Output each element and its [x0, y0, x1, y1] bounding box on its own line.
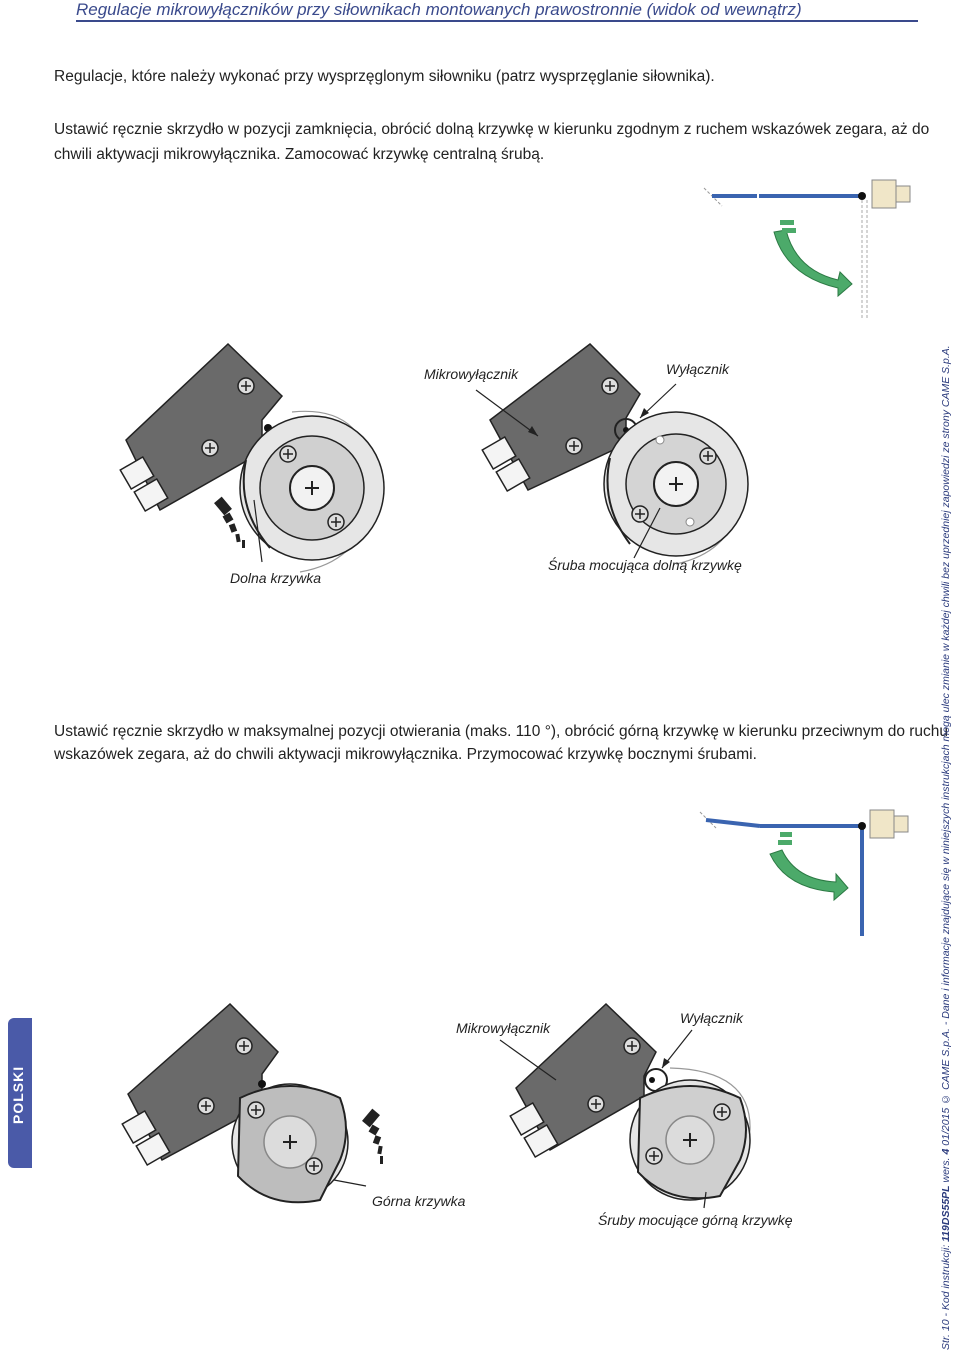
footer-version-prefix: wers. — [940, 1154, 952, 1186]
microswitch-assembly-upper-cam-left — [121, 1002, 383, 1204]
label-upper-cam-screws: Śruby mocujące górną krzywkę — [598, 1212, 793, 1228]
label-upper-cam: Górna krzywka — [372, 1193, 466, 1209]
page-header-title: Regulacje mikrowyłączników przy siłownik… — [76, 0, 802, 19]
gate-diagram-closed — [703, 179, 911, 318]
step2-text-line1: Ustawić ręcznie skrzydło w maksymalnej p… — [54, 723, 949, 740]
label-microswitch-2: Mikrowyłącznik — [456, 1020, 551, 1036]
language-tab — [8, 1018, 32, 1168]
step1-text-line2: chwili aktywacji mikrowyłącznika. Zamoco… — [54, 146, 545, 163]
microswitch-assembly-lower-cam-left — [119, 342, 385, 573]
label-lower-cam: Dolna krzywka — [230, 570, 322, 586]
footer-page: Str. 10 — [940, 1319, 952, 1350]
microswitch-assembly-upper-cam-right — [499, 1002, 751, 1209]
footer-doc-code: 119DS55PL — [940, 1185, 952, 1242]
step1-text-line1: Ustawić ręcznie skrzydło w pozycji zamkn… — [54, 121, 930, 138]
language-tab-label: POLSKI — [10, 1065, 26, 1125]
footer-version: 4 — [940, 1148, 952, 1155]
label-switch-1: Wyłącznik — [666, 361, 730, 377]
header-divider — [76, 20, 918, 22]
page-footer: Str. 10 - Kod instrukcji: 119DS55PL wers… — [940, 345, 958, 1350]
label-microswitch-1: Mikrowyłącznik — [424, 366, 519, 382]
footer-code-prefix: - Kod instrukcji: — [940, 1241, 952, 1320]
gate-diagram-open — [699, 809, 909, 936]
intro-note: Regulacje, które należy wykonać przy wys… — [54, 68, 715, 85]
microswitch-assembly-lower-cam-right — [475, 343, 749, 565]
footer-copyright: 01/2015 © CAME S.p.A. - Dane i informacj… — [940, 345, 952, 1149]
label-lower-cam-screw: Śruba mocująca dolną krzywkę — [548, 557, 742, 573]
step2-text-line2: wskazówek zegara, aż do chwili aktywacji… — [54, 746, 757, 763]
label-switch-2: Wyłącznik — [680, 1010, 744, 1026]
